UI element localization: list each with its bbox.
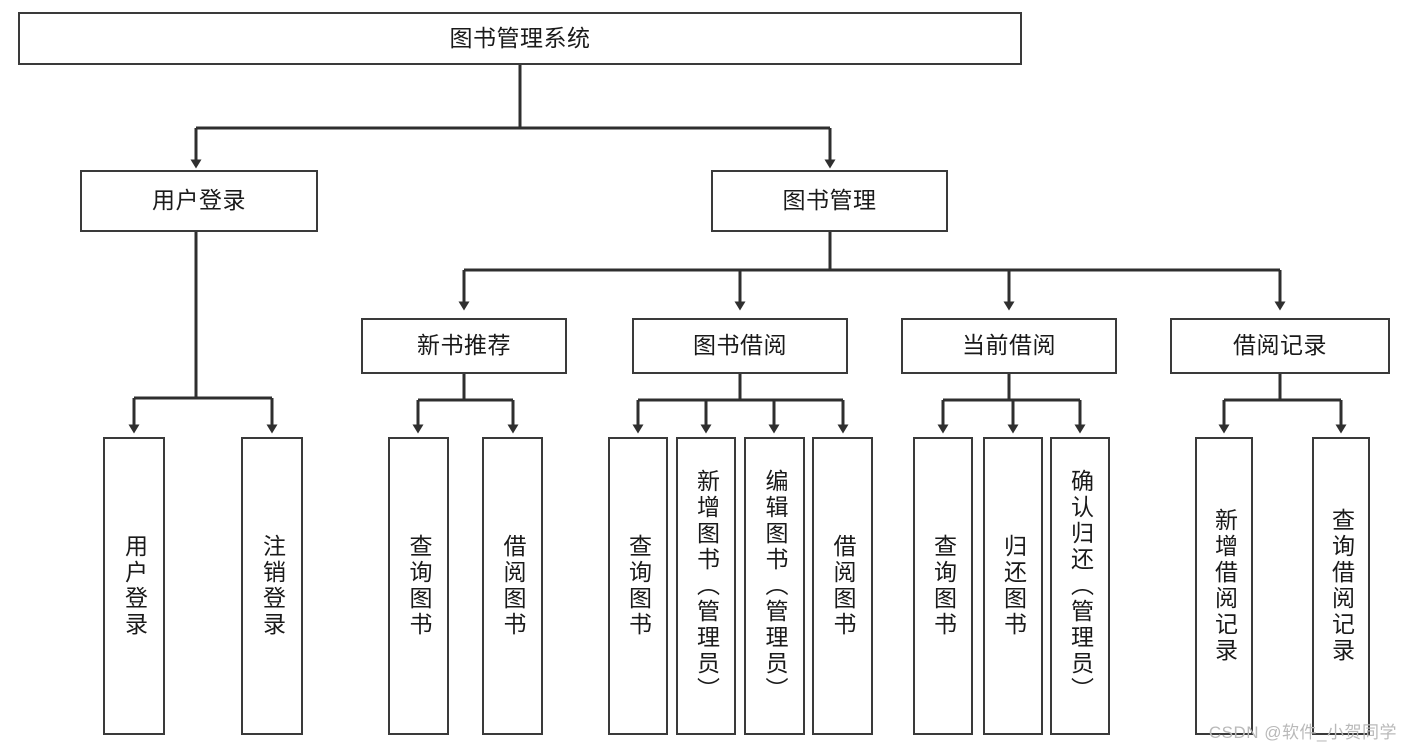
node-leaf-add-book-label: 新增图书（管理员） [693,469,720,703]
node-borrow-record-label: 借阅记录 [1233,332,1327,359]
node-leaf-query-book-3-label: 查询图书 [930,534,957,638]
node-leaf-query-book-2[interactable]: 查询图书 [608,437,668,735]
node-book-manage-label: 图书管理 [782,187,877,214]
node-user-login-label: 用户登录 [152,187,246,214]
node-leaf-add-record[interactable]: 新增借阅记录 [1195,437,1253,735]
node-leaf-borrow-book-2[interactable]: 借阅图书 [812,437,873,735]
node-leaf-query-book-2-label: 查询图书 [625,534,652,638]
node-leaf-confirm-return[interactable]: 确认归还（管理员） [1050,437,1110,735]
node-leaf-edit-book-label: 编辑图书（管理员） [762,469,788,703]
node-root[interactable]: 图书管理系统 [18,12,1022,65]
node-current-borrow-label: 当前借阅 [962,332,1056,359]
node-leaf-logout-login-label: 注销登录 [259,534,286,638]
node-borrow-record[interactable]: 借阅记录 [1170,318,1390,374]
node-book-borrow[interactable]: 图书借阅 [632,318,848,374]
node-current-borrow[interactable]: 当前借阅 [901,318,1117,374]
node-leaf-query-record[interactable]: 查询借阅记录 [1312,437,1370,735]
node-leaf-add-record-label: 新增借阅记录 [1211,508,1238,664]
node-leaf-user-login-label: 用户登录 [121,534,148,638]
node-leaf-edit-book[interactable]: 编辑图书（管理员） [744,437,805,735]
node-leaf-query-book-1[interactable]: 查询图书 [388,437,449,735]
node-user-login[interactable]: 用户登录 [80,170,318,232]
node-book-borrow-label: 图书借阅 [693,332,787,359]
node-leaf-logout-login[interactable]: 注销登录 [241,437,303,735]
node-leaf-add-book[interactable]: 新增图书（管理员） [676,437,736,735]
node-leaf-return-book-label: 归还图书 [1000,534,1027,638]
node-leaf-query-record-label: 查询借阅记录 [1328,508,1355,664]
node-new-book-recommend-label: 新书推荐 [417,332,511,359]
node-leaf-borrow-book-1[interactable]: 借阅图书 [482,437,543,735]
csdn-watermark: CSDN @软件_小贺同学 [1208,723,1397,742]
node-leaf-confirm-return-label: 确认归还（管理员） [1067,469,1094,703]
node-leaf-borrow-book-1-label: 借阅图书 [500,534,526,638]
node-leaf-user-login[interactable]: 用户登录 [103,437,165,735]
node-leaf-query-book-1-label: 查询图书 [406,534,432,638]
node-new-book-recommend[interactable]: 新书推荐 [361,318,567,374]
node-leaf-borrow-book-2-label: 借阅图书 [830,534,856,638]
node-root-label: 图书管理系统 [449,24,591,51]
node-book-manage[interactable]: 图书管理 [711,170,948,232]
node-leaf-query-book-3[interactable]: 查询图书 [913,437,973,735]
node-leaf-return-book[interactable]: 归还图书 [983,437,1043,735]
